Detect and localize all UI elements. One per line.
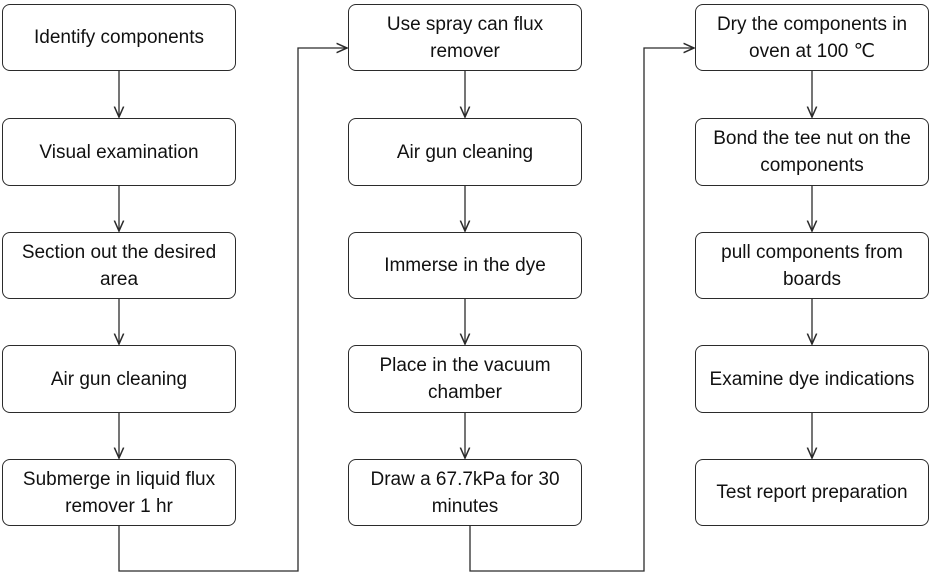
step-vacuum-chamber: Place in the vacuum chamber bbox=[348, 345, 582, 413]
step-immerse-in-dye: Immerse in the dye bbox=[348, 232, 582, 299]
step-label: pull components from boards bbox=[721, 241, 903, 290]
step-submerge-flux-remover: Submerge in liquid flux remover 1 hr bbox=[2, 459, 236, 526]
step-section-out-area: Section out the desired area bbox=[2, 232, 236, 299]
step-air-gun-cleaning-1: Air gun cleaning bbox=[2, 345, 236, 413]
step-test-report: Test report preparation bbox=[695, 459, 929, 526]
step-dry-in-oven: Dry the components in oven at 100 ℃ bbox=[695, 4, 929, 71]
step-examine-dye-indications: Examine dye indications bbox=[695, 345, 929, 413]
step-identify-components: Identify components bbox=[2, 4, 236, 71]
step-bond-tee-nut: Bond the tee nut on the components bbox=[695, 118, 929, 186]
step-label: Air gun cleaning bbox=[396, 141, 534, 163]
step-label: Dry the components in oven at 100 ℃ bbox=[716, 13, 908, 62]
step-pull-components: pull components from boards bbox=[695, 232, 929, 299]
step-visual-examination: Visual examination bbox=[2, 118, 236, 186]
step-draw-vacuum: Draw a 67.7kPa for 30 minutes bbox=[348, 459, 582, 526]
step-label: Air gun cleaning bbox=[50, 368, 188, 390]
step-label: Use spray can flux remover bbox=[386, 13, 544, 62]
step-label: Bond the tee nut on the components bbox=[713, 128, 911, 176]
step-label: Draw a 67.7kPa for 30 minutes bbox=[370, 468, 560, 517]
connector-col2-to-col3 bbox=[469, 48, 694, 572]
step-label: Identify components bbox=[33, 27, 205, 48]
connector-col1-to-col2 bbox=[118, 48, 347, 572]
step-label: Test report preparation bbox=[716, 482, 908, 503]
step-air-gun-cleaning-2: Air gun cleaning bbox=[348, 118, 582, 186]
step-label: Examine dye indications bbox=[709, 368, 915, 390]
step-label: Submerge in liquid flux remover 1 hr bbox=[22, 468, 216, 517]
step-label: Place in the vacuum chamber bbox=[379, 355, 551, 403]
step-spray-can-flux-remover: Use spray can flux remover bbox=[348, 4, 582, 71]
step-label: Visual examination bbox=[39, 141, 199, 163]
step-label: Section out the desired area bbox=[21, 241, 217, 290]
step-label: Immerse in the dye bbox=[384, 255, 546, 276]
